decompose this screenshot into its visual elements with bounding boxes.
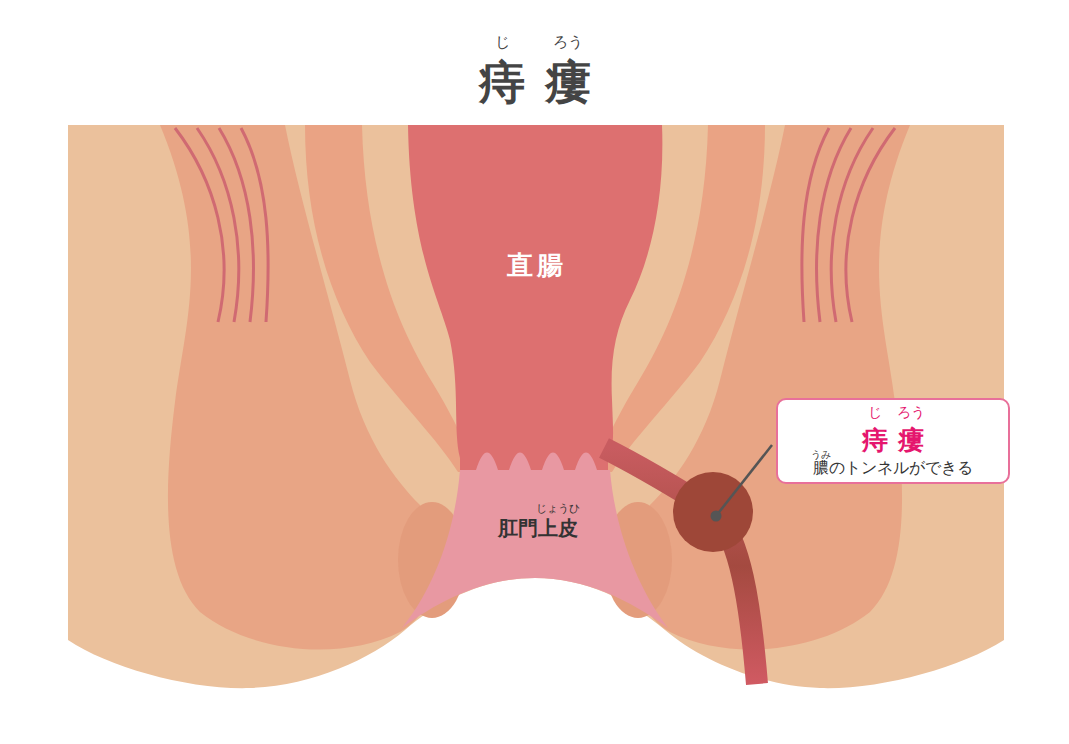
muscle-striations [802,128,895,322]
anal-epithelium [402,453,668,629]
furigana: うみ [811,450,831,460]
furigana: ろう [553,35,583,50]
furigana: じ [495,35,510,50]
part-label: 肛門上皮 [498,518,578,538]
callout-box: 痔瘻膿のトンネルができる じ ろううみ [776,398,1010,484]
furigana: じ [868,405,882,419]
furigana: じょうひ [536,503,580,514]
furigana: ろう [897,405,925,419]
callout-title: 痔瘻 [852,427,934,453]
diagram-title: 痔瘻 [459,59,611,105]
leader-line [716,445,772,516]
leader-dot [711,511,722,522]
callout-body: 膿のトンネルができる [813,460,973,476]
fistula-tract [604,448,757,684]
muscle-striations [175,128,268,322]
rectum [408,125,662,478]
part-label: 直腸 [503,252,567,278]
